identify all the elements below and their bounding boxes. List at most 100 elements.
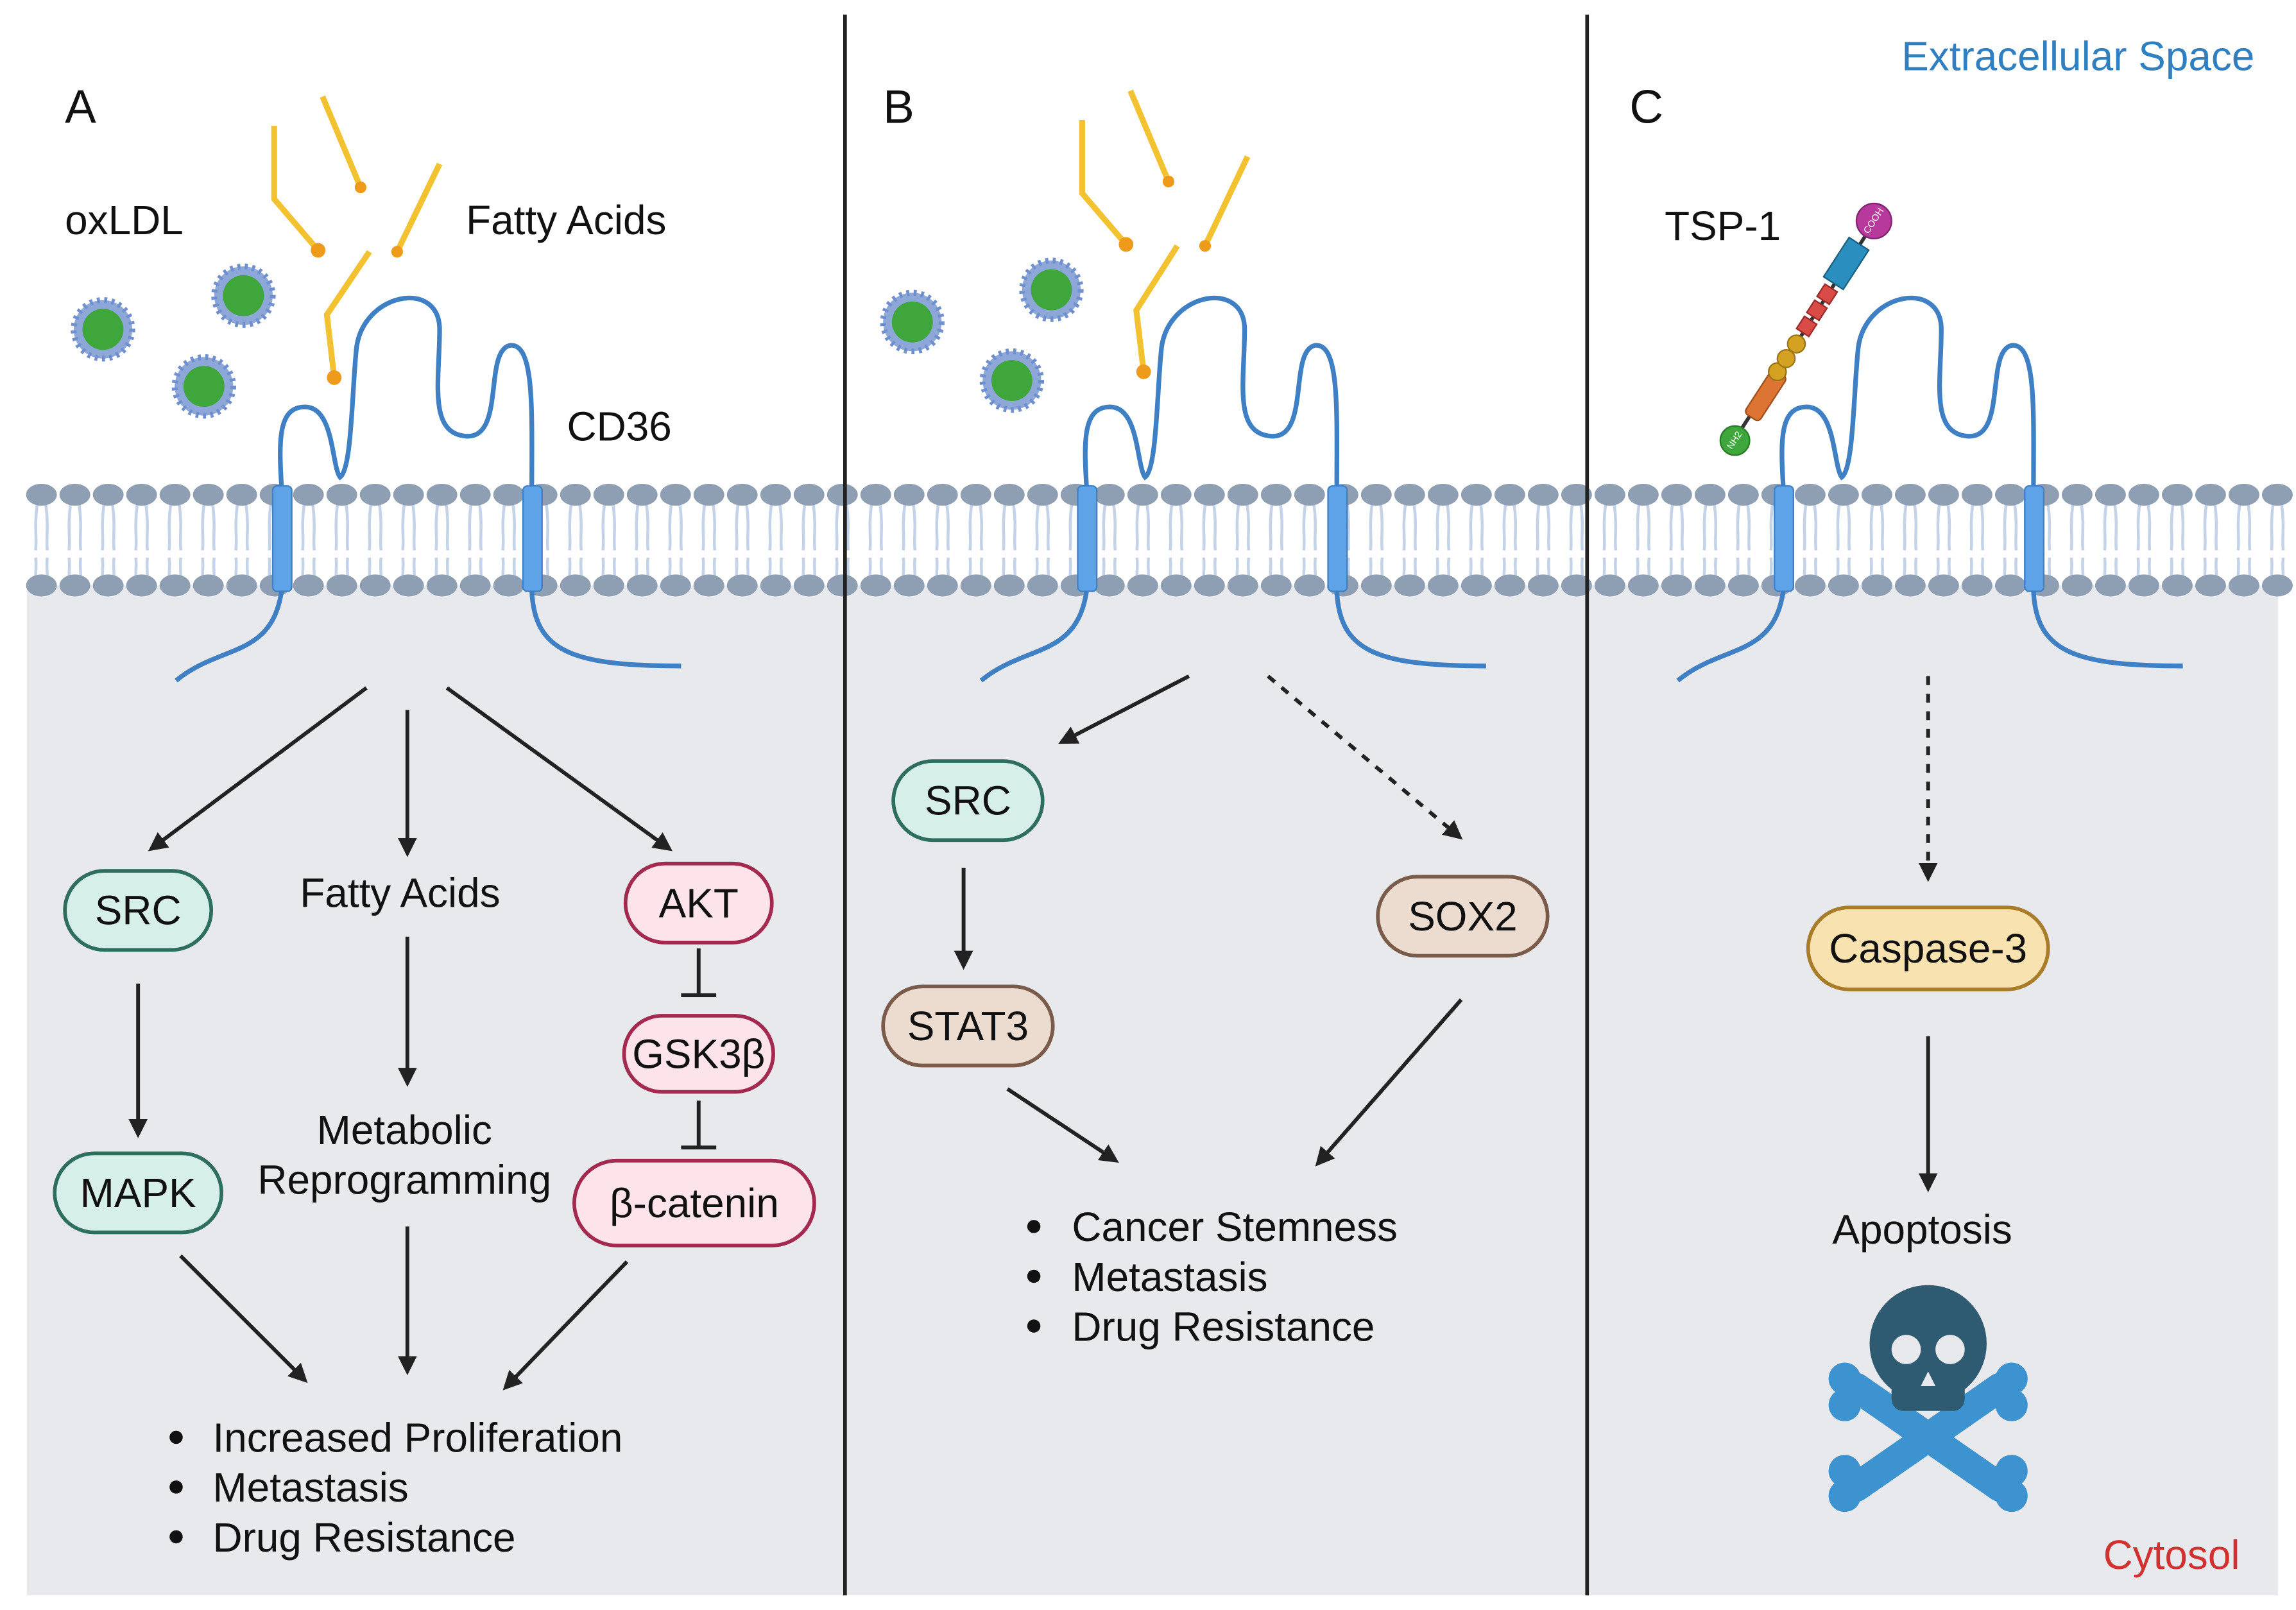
lipid-tail: [1869, 504, 1885, 578]
lipid-head: [993, 574, 1025, 597]
lipid-tail: [701, 504, 717, 578]
lipid-tail: [1269, 504, 1284, 578]
lipid-head: [1961, 483, 1992, 506]
lipid-head: [2261, 483, 2293, 506]
lipid-head: [326, 483, 357, 506]
lipid-head: [1160, 574, 1192, 597]
lipid-head: [760, 574, 791, 597]
lipid-head: [660, 574, 691, 597]
lipid-head: [2261, 574, 2293, 597]
lipid-head: [193, 574, 224, 597]
list-item: Drug Resistance: [212, 1514, 515, 1561]
lipid-head: [1194, 483, 1225, 506]
lipid-head: [1994, 574, 2026, 597]
lipid-tail: [1536, 504, 1551, 578]
stat3-label: STAT3: [907, 1003, 1029, 1049]
lipid-head: [927, 483, 958, 506]
lipid-head: [626, 483, 658, 506]
akt-label: AKT: [659, 880, 739, 926]
lipid-tail: [2236, 504, 2252, 578]
list-item: Increased Proliferation: [212, 1415, 622, 1461]
lipid-head: [1527, 574, 1559, 597]
lipid-tail: [1502, 504, 1518, 578]
lipid-tail: [368, 504, 383, 578]
list-item: Metastasis: [212, 1464, 408, 1511]
panel-c: C TSP-1 NH2 COOH Caspase-3 Apoptosis: [1629, 81, 2182, 1512]
sox2-label: SOX2: [1408, 893, 1517, 939]
lipid-tail: [902, 504, 917, 578]
lipid-head: [1427, 574, 1459, 597]
lipid-head: [1160, 483, 1192, 506]
lipid-head: [1527, 483, 1559, 506]
lipid-head: [226, 483, 257, 506]
lipid-head: [393, 574, 424, 597]
lipid-tail: [201, 504, 216, 578]
caspase3-node: [1806, 905, 2050, 991]
fatty-acid-icon: [1082, 120, 1133, 252]
panel-a: A oxLDL Fatty Acids CD36 SRC MAPK Fatty …: [53, 81, 816, 1561]
lipid-head: [1494, 574, 1525, 597]
lipid-head: [560, 574, 591, 597]
panel-label: B: [883, 81, 914, 133]
lipid-head: [1861, 574, 1892, 597]
lipid-tail: [1736, 504, 1751, 578]
lipid-head: [2161, 574, 2193, 597]
fatty-acids-label: Fatty Acids: [466, 197, 666, 243]
lipid-head: [726, 574, 758, 597]
outcome-list: Increased Proliferation Metastasis Drug …: [169, 1415, 622, 1561]
lipid-head: [893, 574, 925, 597]
lipid-head: [1294, 574, 1325, 597]
src-node: [891, 759, 1045, 843]
lipid-head: [1828, 574, 1859, 597]
fatty-acids-node: Fatty Acids: [300, 869, 500, 916]
lipid-tail: [1035, 504, 1050, 578]
lipid-tail: [968, 504, 984, 578]
lipid-head: [1093, 483, 1125, 506]
mapk-label: MAPK: [80, 1170, 196, 1216]
oxldl-particle-icon: [214, 266, 273, 325]
lipid-head: [693, 483, 724, 506]
lipid-head: [426, 483, 458, 506]
cd36-label: CD36: [567, 404, 671, 450]
lipid-tail: [735, 504, 750, 578]
lipid-head: [1461, 483, 1492, 506]
src-label: SRC: [95, 887, 182, 934]
lipid-head: [1727, 574, 1759, 597]
panel-label: A: [65, 81, 96, 133]
lipid-head: [459, 483, 491, 506]
lipid-head: [326, 574, 357, 597]
lipid-head: [1928, 483, 1959, 506]
lipid-head: [760, 483, 791, 506]
lipid-head: [2195, 574, 2226, 597]
lipid-tail: [1002, 504, 1017, 578]
lipid-head: [1794, 574, 1826, 597]
lipid-head: [1227, 483, 1258, 506]
lipid-tail: [134, 504, 150, 578]
lipid-head: [1894, 483, 1926, 506]
lipid-head: [626, 574, 658, 597]
lipid-head: [1260, 483, 1292, 506]
lipid-tail: [301, 504, 316, 578]
lipid-head: [960, 483, 991, 506]
lipid-tail: [1636, 504, 1651, 578]
lipid-head: [493, 483, 524, 506]
lipid-head: [860, 574, 891, 597]
lipid-tail: [334, 504, 350, 578]
lipid-tail: [768, 504, 784, 578]
lipid-head: [193, 483, 224, 506]
lipid-head: [793, 483, 825, 506]
lipid-tail: [501, 504, 517, 578]
lipid-tail: [1402, 504, 1418, 578]
lipid-tail: [668, 504, 683, 578]
lipid-head: [927, 574, 958, 597]
lipid-head: [1360, 483, 1392, 506]
lipid-head: [2128, 574, 2159, 597]
lipid-head: [993, 483, 1025, 506]
lipid-head: [1127, 574, 1158, 597]
lipid-head: [1260, 574, 1292, 597]
lipid-tail: [101, 504, 116, 578]
apoptosis-label: Apoptosis: [1832, 1206, 2012, 1253]
lipid-head: [2095, 483, 2126, 506]
lipid-head: [126, 574, 157, 597]
lipid-tail: [1235, 504, 1251, 578]
